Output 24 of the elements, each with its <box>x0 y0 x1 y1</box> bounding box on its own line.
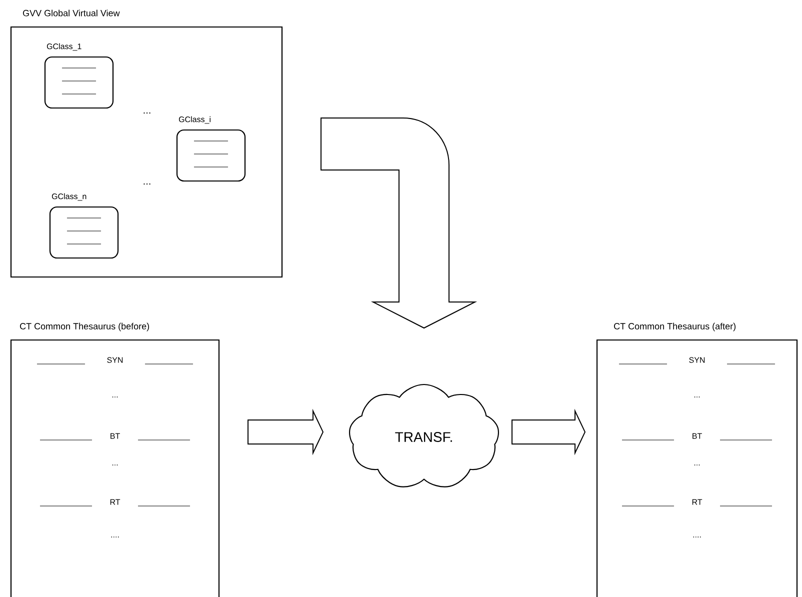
block-arrow <box>320 118 476 328</box>
block-arrow <box>512 408 586 456</box>
ellipsis-text: ... <box>144 112 150 114</box>
class-name: GClass_i <box>178 116 210 124</box>
thesaurus-entry: RT <box>40 499 190 506</box>
dots-text: ... <box>112 396 118 398</box>
class-name: GClass_n <box>52 193 86 201</box>
dots-text: .... <box>111 536 119 538</box>
frame-heading: CT Common Thesaurus (after) <box>614 322 736 332</box>
transformation-cloud: TRANSF. <box>349 384 500 488</box>
dots-text: ... <box>112 464 118 466</box>
dots-text: ... <box>694 464 700 466</box>
thesaurus-entry: SYN <box>618 357 776 364</box>
thesaurus-entry: BT <box>622 433 772 440</box>
thesaurus-entry: SYN <box>36 357 194 364</box>
frame-heading: GVV Global Virtual View <box>23 10 120 16</box>
dots-text: .... <box>693 536 701 538</box>
class-name: GClass_1 <box>46 43 82 51</box>
block-arrow <box>248 408 324 456</box>
dots-text: ... <box>694 396 700 398</box>
ellipsis-text: ... <box>144 183 150 185</box>
thesaurus-entry: BT <box>40 433 190 440</box>
frame-heading: CT Common Thesaurus (before) <box>20 322 150 332</box>
thesaurus-entry: RT <box>622 499 772 506</box>
